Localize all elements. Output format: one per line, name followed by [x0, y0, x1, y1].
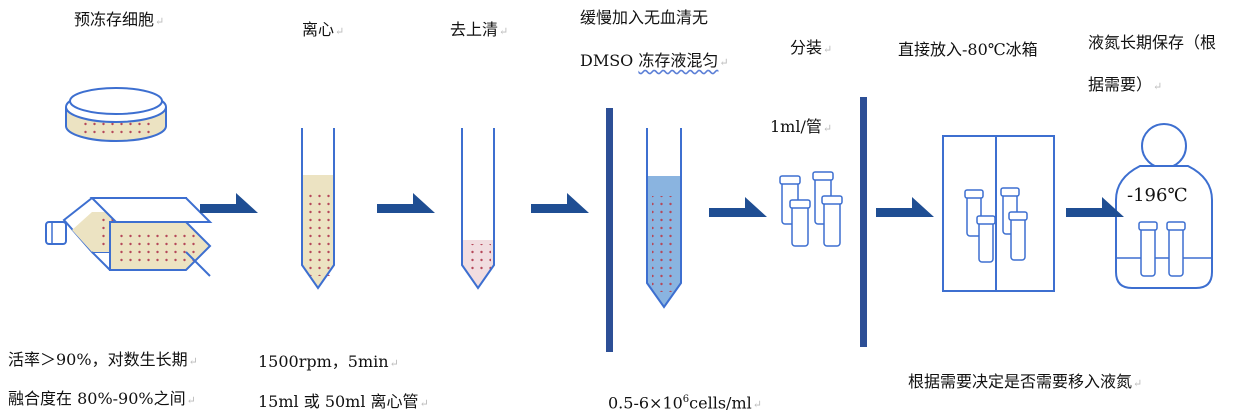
- arrow-6-icon: [1066, 197, 1124, 217]
- note-transfer: 根据需要决定是否需要移入液氮↵: [908, 372, 1143, 391]
- aliquot-volume-label: 1ml/管↵: [770, 117, 833, 136]
- step-label-ln2-line1: 液氮长期保存（根: [1088, 33, 1217, 52]
- liquid-nitrogen-tank-icon: [1115, 123, 1213, 289]
- pellet-tube-icon: [461, 128, 495, 290]
- freezing-medium-tube-icon: [646, 128, 682, 309]
- culture-flask-icon: [45, 197, 213, 277]
- arrow-2-icon: [377, 193, 435, 213]
- freezer-icon: [942, 135, 1055, 292]
- arrow-1-icon: [200, 193, 258, 213]
- step-label-aliquot: 分装↵: [790, 38, 833, 57]
- step-label-add-medium-line1: 缓慢加入无血清无: [580, 8, 709, 27]
- note-cell-density: 0.5-6×106cells/ml↵: [608, 393, 762, 413]
- centrifuge-tube-icon: [301, 128, 335, 290]
- step-label-add-medium-line2: DMSO 冻存液混匀↵: [580, 51, 729, 70]
- note-viability: 活率＞90%，对数生长期↵: [8, 350, 198, 369]
- step-label-freezer: 直接放入-80℃冰箱: [898, 40, 1038, 59]
- step-label-ln2-line2: 据需要）↵: [1088, 75, 1163, 94]
- cryovials-icon: [779, 171, 843, 247]
- divider-bar-left: [606, 108, 613, 352]
- note-speed-time: 1500rpm，5min↵: [258, 352, 399, 371]
- arrow-4-icon: [709, 197, 767, 217]
- arrow-5-icon: [876, 197, 934, 217]
- step-label-centrifuge: 离心↵: [302, 20, 345, 39]
- step-label-remove-supernatant: 去上清↵: [450, 20, 509, 39]
- note-confluence: 融合度在 80%-90%之间↵: [8, 389, 196, 408]
- step-label-pre-freeze: 预冻存细胞↵: [74, 10, 165, 29]
- petri-dish-icon: [65, 87, 167, 142]
- divider-bar-right: [860, 97, 867, 347]
- arrow-3-icon: [531, 193, 589, 213]
- note-tube-size: 15ml 或 50ml 离心管↵: [258, 392, 429, 411]
- ln2-temperature-label: -196℃: [1127, 185, 1188, 206]
